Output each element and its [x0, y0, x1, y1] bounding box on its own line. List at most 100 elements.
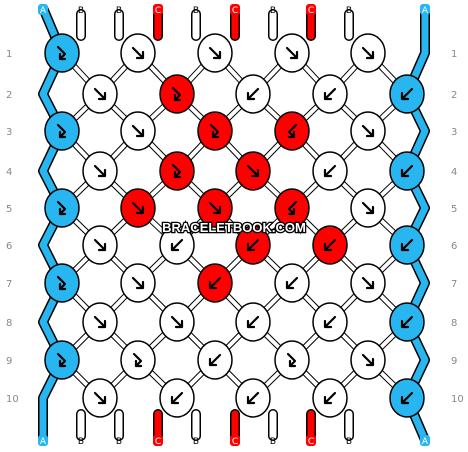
row-label-left: 7	[6, 279, 12, 290]
row-label-right: 9	[451, 356, 457, 367]
knot-arrow-icon	[93, 391, 107, 405]
knot-arrow-icon	[170, 391, 184, 405]
top-strand-label: B	[116, 6, 122, 16]
knot-3-2	[120, 111, 156, 151]
knot-2-1	[82, 74, 118, 114]
knot-arrow-icon	[170, 238, 184, 252]
row-label-left: 3	[6, 127, 12, 138]
knot-arrow-icon	[287, 200, 298, 216]
knot-6-5	[389, 225, 425, 265]
knot-6-1	[82, 225, 118, 265]
row-label-right: 1	[451, 49, 457, 60]
knot-8-5	[389, 302, 425, 342]
knot-arrow-icon	[208, 201, 222, 215]
knot-body	[120, 340, 156, 380]
bottom-strand-label: C	[308, 437, 314, 447]
knot-1-1	[44, 33, 80, 73]
row-label-right: 8	[451, 318, 457, 329]
row-label-left: 10	[6, 394, 19, 405]
knot-5-3	[197, 188, 233, 228]
knot-arrow-icon	[246, 315, 260, 329]
knot-arrow-icon	[361, 276, 375, 290]
knot-1-5	[350, 33, 386, 73]
knot-arrow-icon	[246, 164, 260, 178]
row-label-right: 10	[451, 394, 464, 405]
knot-8-1	[82, 302, 118, 342]
knot-arrow-icon	[131, 276, 145, 290]
knot-body	[197, 111, 233, 151]
row-label-left: 5	[6, 204, 12, 215]
top-strand-label: C	[308, 6, 314, 16]
watermark-text: BRACELETBOOK.COM	[162, 220, 306, 235]
knot-3-5	[350, 111, 386, 151]
knot-2-2	[159, 74, 195, 114]
knot-grid	[44, 33, 425, 418]
knot-arrow-icon	[323, 164, 337, 178]
knot-10-5	[389, 378, 425, 418]
knot-arrow-icon	[323, 238, 337, 252]
knot-arrow-icon	[246, 87, 260, 101]
knot-body	[274, 188, 310, 228]
knot-arrow-icon	[131, 201, 145, 215]
knot-body	[44, 111, 80, 151]
knot-arrow-icon	[285, 46, 299, 60]
knot-3-3	[197, 111, 233, 151]
knot-arrow-icon	[400, 315, 414, 329]
knot-7-4	[274, 263, 310, 303]
knot-arrow-icon	[208, 276, 222, 290]
knot-body	[44, 340, 80, 380]
knot-body	[44, 188, 80, 228]
bottom-strand-label: B	[193, 437, 199, 447]
knot-7-5	[350, 263, 386, 303]
knot-arrow-icon	[131, 124, 145, 138]
knot-arrow-icon	[323, 87, 337, 101]
knot-arrow-icon	[361, 201, 375, 215]
row-label-left: 1	[6, 49, 12, 60]
knot-arrow-icon	[131, 46, 145, 60]
knot-2-4	[312, 74, 348, 114]
row-label-right: 3	[451, 127, 457, 138]
knot-4-4	[312, 151, 348, 191]
knot-5-4	[274, 188, 310, 228]
row-label-left: 4	[6, 167, 12, 178]
knot-arrow-icon	[171, 86, 182, 102]
knot-arrow-icon	[400, 391, 414, 405]
bottom-strand-label: C	[155, 437, 161, 447]
knot-arrow-icon	[170, 315, 184, 329]
knot-5-5	[350, 188, 386, 228]
knot-4-1	[82, 151, 118, 191]
knot-8-3	[235, 302, 271, 342]
knot-9-5	[350, 340, 386, 380]
knot-5-2	[120, 188, 156, 228]
knot-body	[274, 340, 310, 380]
knot-6-2	[159, 225, 195, 265]
top-strand-label: C	[232, 6, 238, 16]
bottom-strand-label: B	[116, 437, 122, 447]
knot-8-4	[312, 302, 348, 342]
knot-arrow-icon	[361, 124, 375, 138]
top-strand-label: A	[422, 6, 429, 16]
knot-10-2	[159, 378, 195, 418]
knot-arrow-icon	[323, 315, 337, 329]
knot-arrow-icon	[286, 352, 297, 368]
knot-3-4	[274, 111, 310, 151]
knot-arrow-icon	[56, 275, 67, 291]
knot-4-5	[389, 151, 425, 191]
knot-arrow-icon	[93, 87, 107, 101]
bottom-strand-label: A	[40, 437, 47, 447]
row-label-right: 5	[451, 204, 457, 215]
knot-arrow-icon	[56, 352, 67, 368]
knot-6-4	[312, 225, 348, 265]
knot-4-3	[235, 151, 271, 191]
knot-7-3	[197, 263, 233, 303]
knot-9-4	[274, 340, 310, 380]
bottom-strand-label: C	[232, 437, 238, 447]
knot-7-2	[120, 263, 156, 303]
top-strand-label: B	[346, 6, 352, 16]
knot-arrow-icon	[246, 238, 260, 252]
knot-arrow-icon	[400, 238, 414, 252]
top-strand-label: B	[78, 6, 84, 16]
knot-arrow-icon	[323, 391, 337, 405]
knot-9-1	[44, 340, 80, 380]
